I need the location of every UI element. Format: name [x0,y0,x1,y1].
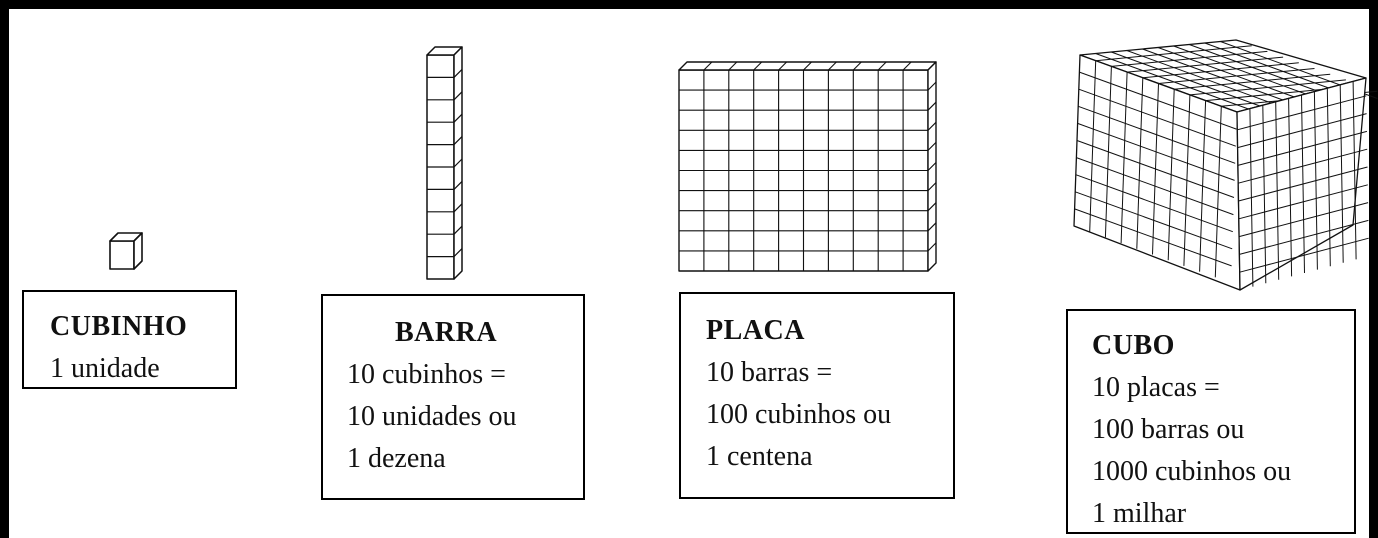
barra-line-3: 1 dezena [347,443,446,474]
cubinho-side-face [133,232,143,270]
barra-title: BARRA [395,317,498,348]
cubinho-front-face [109,240,135,270]
cubinho-title: CUBINHO [50,311,188,342]
cubinho-figure [109,232,143,270]
barra-line-2: 10 unidades ou [347,401,517,432]
cubo-line-2: 100 barras ou [1092,414,1245,445]
barra-label-box: BARRA 10 cubinhos = 10 unidades ou 1 dez… [321,294,585,500]
cubo-label-box: CUBO 10 placas = 100 barras ou 1000 cubi… [1066,309,1356,534]
cubo-line-3: 1000 cubinhos ou [1092,456,1292,487]
placa-line-1: 10 barras = [706,357,833,388]
placa-label-box: PLACA 10 barras = 100 cubinhos ou 1 cent… [679,292,955,499]
placa-line-2: 100 cubinhos ou [706,399,892,430]
cubo-title: CUBO [1092,330,1175,361]
cubo-line-1: 10 placas = [1092,372,1220,403]
cubo-line-4: 1 milhar [1092,498,1187,529]
placa-figure [678,61,937,272]
placa-title: PLACA [706,315,805,346]
barra-line-1: 10 cubinhos = [347,359,506,390]
placa-line-3: 1 centena [706,441,813,472]
cubinho-line-1: 1 unidade [50,353,160,384]
cubinho-label-box: CUBINHO 1 unidade [22,290,237,389]
cubo-figure [1073,39,1378,291]
barra-figure [426,46,463,280]
